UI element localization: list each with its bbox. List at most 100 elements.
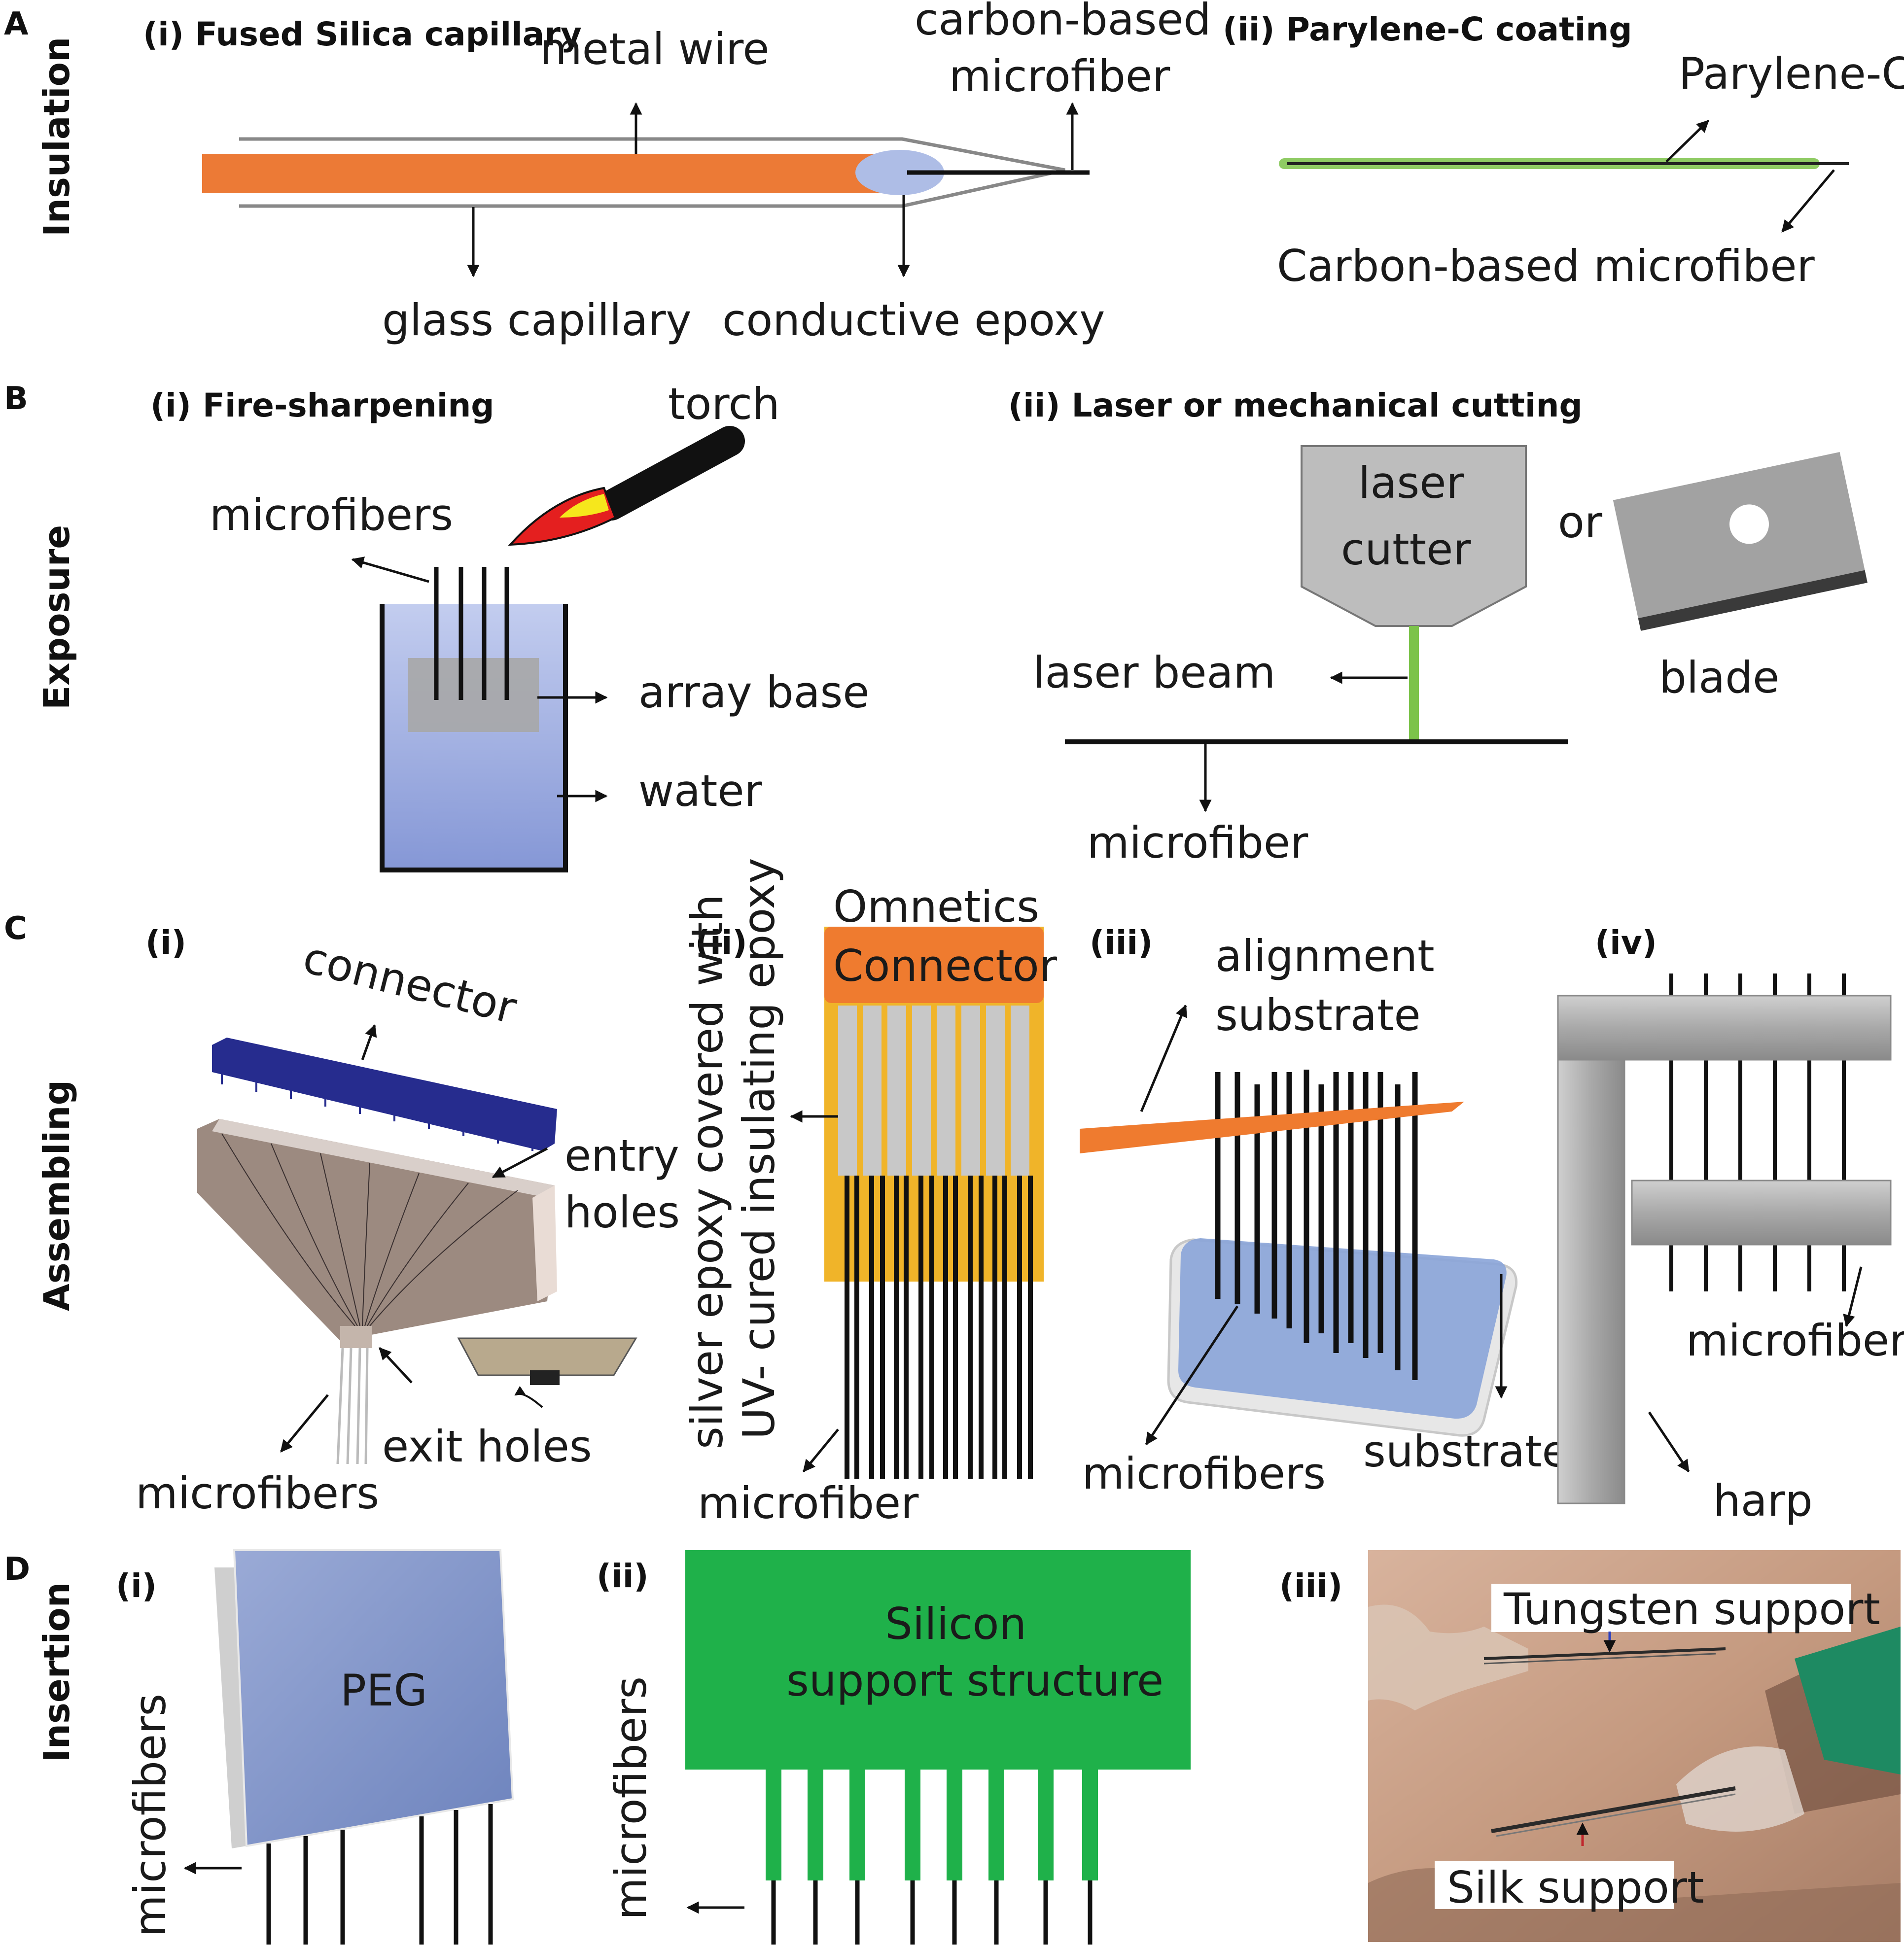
c-fanout-wires (221, 1133, 518, 1326)
section-assembling: Assembling (36, 1080, 77, 1311)
conductive-epoxy-label: conductive epoxy (722, 295, 1105, 346)
c-ii-fibers (845, 1176, 1033, 1479)
entry-holes-label-1: entry (564, 1130, 679, 1181)
exit-holes-arrow (379, 1347, 413, 1384)
c-ii-microfiber-arrow (803, 1428, 839, 1472)
substrate-label: substrate (1363, 1426, 1569, 1477)
c-exit-block (340, 1326, 372, 1348)
c-side-face (532, 1185, 557, 1301)
or-label: or (1558, 497, 1603, 548)
d-i-title: (i) (116, 1567, 157, 1605)
c-iii-title: (iii) (1090, 924, 1153, 962)
panel-d-letter: D (4, 1551, 30, 1588)
fused-silica-body (202, 154, 902, 193)
c-iv-microfibers-arrow (1843, 1266, 1863, 1327)
c-connector (212, 1038, 557, 1151)
alignment-label-2: substrate (1215, 990, 1421, 1041)
c-ii-microfiber-label: microfiber (698, 1478, 919, 1529)
array-base (408, 658, 539, 732)
harp-vertical-bar (1557, 1059, 1625, 1504)
b-fibers (434, 567, 509, 700)
carbon-fiber-label-2: microfiber (949, 51, 1170, 102)
harp-label: harp (1713, 1475, 1813, 1526)
silk-label: Silk support (1447, 1862, 1704, 1913)
c-exit-detail (457, 1337, 637, 1376)
c-iii-microfibers-arrow (1145, 1305, 1239, 1446)
b-microfibers-label: microfibers (210, 489, 453, 540)
water (382, 604, 565, 870)
c-exit-plug (530, 1370, 560, 1385)
beaker (380, 604, 568, 872)
omnetics-label: Omnetics (833, 881, 1039, 932)
c-ii-title: (ii) (695, 924, 747, 962)
c-fibers (336, 1348, 369, 1464)
d-ii-microfibers-label: microfibers (605, 1676, 656, 1920)
peg-label: PEG (340, 1665, 427, 1716)
carbon-fiber-label-1: carbon-based (915, 0, 1211, 45)
section-exposure: Exposure (36, 525, 77, 710)
laser-label-1: laser (1358, 457, 1464, 508)
alignment-substrate (1080, 1102, 1464, 1153)
connector-pins (221, 1072, 533, 1151)
panel-b: B Exposure (i) Fire-sharpening torch mic… (4, 379, 1868, 872)
panel-a-letter: A (4, 6, 29, 42)
c-iv-microfibers-label: microfibers (1686, 1315, 1904, 1366)
pcb-traces (838, 1006, 1029, 1176)
a-ii-title: (ii) Parylene-C coating (1223, 10, 1632, 48)
a-i-title: (i) Fused Silica capillary (143, 15, 582, 53)
harp-arrow (1648, 1411, 1690, 1473)
b-ii-title: (ii) Laser or mechanical cutting (1008, 386, 1583, 424)
metal-wire-label: metal wire (540, 24, 770, 74)
d-ii-title: (ii) (597, 1557, 649, 1595)
flame-core (560, 494, 609, 518)
panel-c: C Assembling (i) connector entry (4, 858, 1904, 1529)
c-i-microfibers-label: microfibers (136, 1468, 379, 1519)
section-insulation: Insulation (36, 37, 77, 237)
c-i-title: (i) (145, 924, 186, 962)
silicon-shanks (766, 1770, 1098, 1880)
entry-holes-label-2: holes (564, 1187, 680, 1238)
section-insertion: Insertion (36, 1582, 77, 1762)
epoxy-covered-label-1: silver epoxy covered with (682, 894, 733, 1449)
silk-label-box (1435, 1861, 1674, 1909)
entry-holes-arrow (492, 1147, 548, 1179)
d-i-fibers (266, 1804, 493, 1945)
alignment-arrow (1140, 1004, 1187, 1112)
parylene-arrow (1665, 120, 1709, 163)
b-i-title: (i) Fire-sharpening (150, 386, 494, 424)
exit-detail-arrow (514, 1386, 543, 1408)
torch-handle (596, 426, 745, 521)
omnetics-connector-label: Connector (833, 940, 1058, 991)
silicon-support (685, 1550, 1191, 1770)
d-iii-title: (iii) (1279, 1567, 1342, 1605)
carbon-fiber-ii-label: Carbon-based microfiber (1277, 241, 1815, 291)
panel-b-letter: B (4, 381, 28, 417)
silicon-label-1: Silicon (885, 1599, 1026, 1649)
panel-c-letter: C (4, 910, 27, 947)
harp-top-bar (1557, 995, 1892, 1061)
c-iv-title: (iv) (1595, 924, 1657, 962)
connector-label: connector (298, 932, 522, 1034)
glass-capillary-label: glass capillary (382, 295, 692, 346)
laser-cutter (1301, 445, 1527, 627)
conductive-epoxy-blob (855, 150, 944, 195)
substrate-block (1167, 1238, 1518, 1437)
silicon-label-2: support structure (786, 1655, 1164, 1706)
c-entry-face (212, 1119, 555, 1198)
b-microfiber-label: microfiber (1087, 817, 1308, 868)
exit-holes-label: exit holes (382, 1421, 592, 1472)
connector-arrow (361, 1024, 377, 1060)
blade-label: blade (1659, 652, 1779, 703)
carbon-fiber-ii-arrow (1781, 169, 1835, 233)
torch-label: torch (668, 379, 780, 429)
parylene-label: Parylene-C (1679, 48, 1904, 99)
b-microfibers-arrow (351, 556, 429, 583)
laser-beam-label: laser beam (1033, 647, 1275, 698)
glass-capillary-outline (239, 137, 1065, 208)
c-microfibers-arrow (280, 1394, 329, 1453)
tungsten-label: Tungsten support (1503, 1584, 1880, 1634)
c-iii-microfibers-label: microfibers (1082, 1448, 1326, 1499)
omnetics-connector (824, 927, 1044, 1003)
tungsten-label-box (1491, 1584, 1851, 1632)
